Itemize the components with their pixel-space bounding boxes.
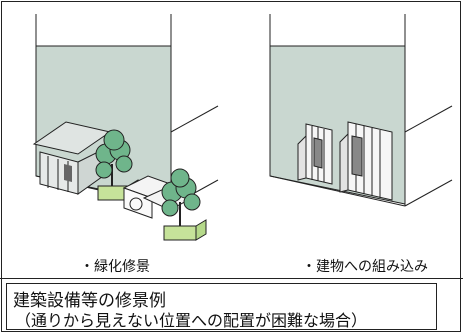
louver-recess-2 xyxy=(339,121,393,201)
figure-title-box: 建築設備等の修景例 （通りから見えない位置への配置が困難な場合） xyxy=(6,283,437,330)
caption-building-integration: ・建物への組み込み xyxy=(302,259,428,275)
building-integration-drawing xyxy=(269,14,453,207)
illustration-greening xyxy=(6,4,221,246)
divider-line xyxy=(0,278,463,279)
illustration-building-integration xyxy=(240,4,455,246)
louver-recess-1 xyxy=(297,123,333,185)
figure-title: 建築設備等の修景例 xyxy=(13,291,166,311)
figure-subtitle: （通りから見えない位置への配置が困難な場合） xyxy=(15,311,368,330)
tree-planter-2 xyxy=(161,168,207,241)
greening-drawing xyxy=(32,14,219,241)
caption-greening: ・緑化修景 xyxy=(80,259,150,275)
